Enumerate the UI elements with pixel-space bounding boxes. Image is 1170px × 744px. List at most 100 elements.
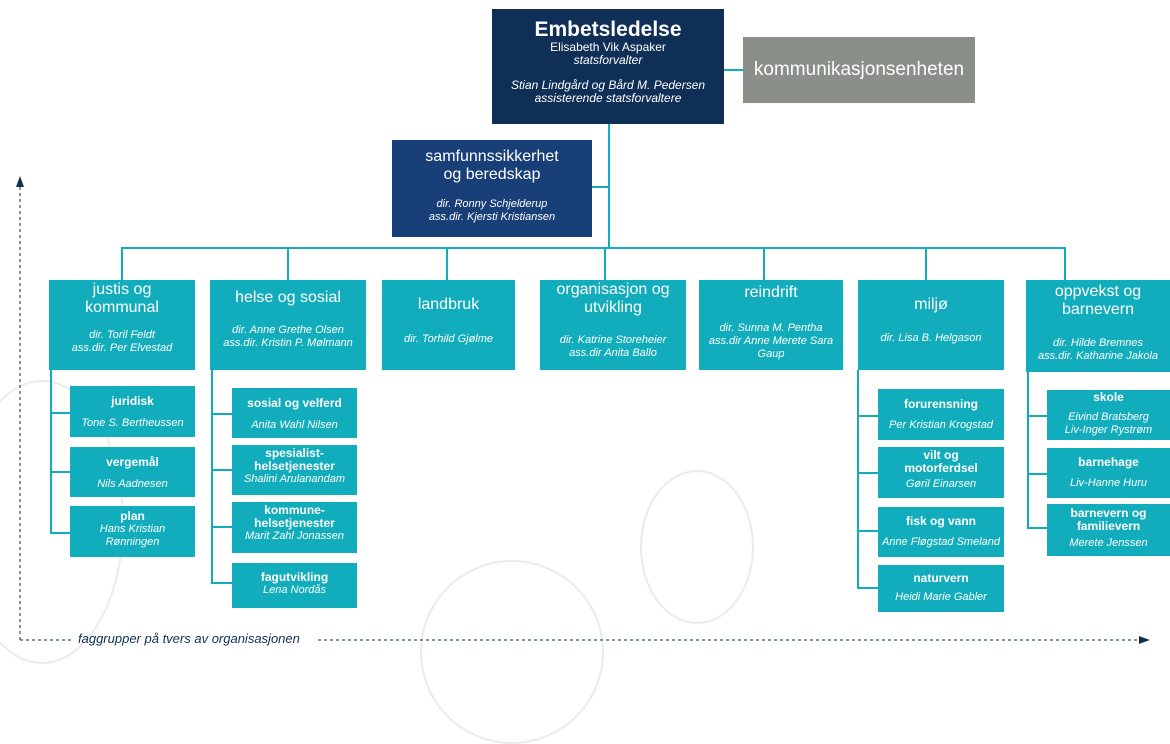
connector-sub-stub bbox=[857, 587, 878, 589]
dept-assistant-director: ass.dir Anne Merete Sara bbox=[708, 335, 834, 347]
subunit-title: skole bbox=[1093, 390, 1124, 404]
subunit-title: helsetjenester bbox=[254, 459, 335, 473]
connector-sub-vertical bbox=[50, 370, 52, 533]
subunit-person: Anne Fløgstad Smeland bbox=[881, 536, 1000, 548]
dept-title: oppvekst og bbox=[1054, 283, 1142, 300]
subunit-kommunehelsetjenester[interactable]: kommune- helsetjenester Marit Zahl Jonas… bbox=[232, 502, 357, 553]
subunit-title: forurensning bbox=[904, 397, 978, 411]
subunit-person: Heidi Marie Gabler bbox=[895, 591, 987, 603]
subunit-vergemal[interactable]: vergemål Nils Aadnesen bbox=[70, 447, 195, 497]
dept-helse-sosial[interactable]: helse og sosial dir. Anne Grethe Olsen a… bbox=[210, 280, 366, 370]
connector-sub-stub bbox=[211, 526, 232, 528]
connector-dept-drop bbox=[287, 247, 289, 280]
connector-dept-drop bbox=[763, 247, 765, 280]
dept-justis-kommunal[interactable]: justis og kommunal dir. Toril Feldt ass.… bbox=[49, 280, 195, 370]
subunit-person: Hans Kristian bbox=[99, 523, 166, 535]
subunit-title: fagutvikling bbox=[260, 570, 329, 584]
subunit-plan[interactable]: plan Hans Kristian Rønningen bbox=[70, 506, 195, 557]
dept-organisasjon-utvikling[interactable]: organisasjon og utvikling dir. Katrine S… bbox=[540, 280, 686, 370]
safety-preparedness-box[interactable]: samfunnssikkerhet og beredskap dir. Ronn… bbox=[392, 140, 592, 237]
subunit-title: spesialist- bbox=[265, 446, 324, 460]
connector-dept-drop bbox=[1064, 247, 1066, 280]
dept-landbruk[interactable]: landbruk dir. Torhild Gjølme bbox=[382, 280, 515, 370]
subunit-skole[interactable]: skole Eivind Bratsberg Liv-Inger Rystrøm bbox=[1047, 390, 1170, 440]
subunit-person: Shalini Arulanandam bbox=[243, 473, 346, 485]
connector-dept-drop bbox=[604, 247, 606, 280]
connector-sub-stub bbox=[857, 472, 878, 474]
subunit-forurensning[interactable]: forurensning Per Kristian Krogstad bbox=[878, 389, 1004, 440]
dept-title: helse og sosial bbox=[235, 289, 341, 306]
subunit-person: Eivind Bratsberg bbox=[1068, 411, 1149, 423]
watermark-decoration bbox=[420, 560, 604, 744]
subunit-vilt-motorferdsel[interactable]: vilt og motorferdsel Gøril Einarsen bbox=[878, 447, 1004, 498]
subunit-sosial-velferd[interactable]: sosial og velferd Anita Wahl Nilsen bbox=[232, 388, 357, 438]
subunit-fagutvikling[interactable]: fagutvikling Lena Nordås bbox=[232, 563, 357, 608]
dept-director: dir. Anne Grethe Olsen bbox=[232, 324, 344, 336]
arrow-up-icon bbox=[16, 176, 24, 187]
dept-reindrift[interactable]: reindrift dir. Sunna M. Pentha ass.dir A… bbox=[699, 280, 843, 370]
subunit-title: naturvern bbox=[913, 571, 969, 585]
top-management-box[interactable]: Embetsledelse Elisabeth Vik Aspaker stat… bbox=[492, 9, 724, 124]
subunit-fisk-vann[interactable]: fisk og vann Anne Fløgstad Smeland bbox=[878, 507, 1004, 557]
dept-title: utvikling bbox=[584, 299, 642, 316]
subunit-person: Rønningen bbox=[105, 536, 160, 548]
subunit-title: vilt og bbox=[923, 448, 959, 462]
top-leader-name: Elisabeth Vik Aspaker bbox=[550, 40, 666, 54]
dept-director: dir. Sunna M. Pentha bbox=[719, 322, 823, 334]
connector-communication bbox=[724, 69, 744, 71]
top-assistants-role: assisterende statsforvaltere bbox=[534, 91, 682, 105]
subunit-person: Lena Nordås bbox=[263, 584, 326, 596]
dept-title: landbruk bbox=[417, 296, 480, 313]
connector-sub-stub bbox=[1027, 415, 1047, 417]
subunit-title: sosial og velferd bbox=[247, 396, 342, 410]
connector-dept-drop bbox=[925, 247, 927, 280]
watermark-decoration bbox=[640, 470, 754, 624]
subunit-title: motorferdsel bbox=[904, 461, 978, 475]
connector-sub-stub bbox=[50, 471, 70, 473]
dept-director: dir. Katrine Storeheier bbox=[559, 334, 667, 346]
arrow-right-icon bbox=[1139, 636, 1150, 644]
subunit-person: Gøril Einarsen bbox=[905, 478, 977, 490]
subunit-title: barnehage bbox=[1078, 455, 1139, 469]
subunit-person: Nils Aadnesen bbox=[97, 478, 168, 490]
subunit-person: Liv-Hanne Huru bbox=[1069, 477, 1148, 489]
subunit-barnevern-familievern[interactable]: barnevern og familievern Merete Jenssen bbox=[1047, 504, 1170, 556]
communication-unit-box[interactable]: kommunikasjonsenheten bbox=[743, 37, 975, 103]
subunit-spesialisthelsetjenester[interactable]: spesialist- helsetjenester Shalini Arula… bbox=[232, 445, 357, 495]
subunit-title: barnevern og bbox=[1070, 506, 1147, 520]
top-assistants-names: Stian Lindgård og Bård M. Pedersen bbox=[510, 78, 706, 92]
connector-sub-stub bbox=[50, 532, 70, 534]
dept-oppvekst-barnevern[interactable]: oppvekst og barnevern dir. Hilde Bremnes… bbox=[1026, 280, 1170, 372]
dept-title: kommunal bbox=[85, 299, 159, 316]
connector-sub-stub bbox=[211, 413, 232, 415]
subunit-person: Liv-Inger Rystrøm bbox=[1064, 424, 1153, 436]
subunit-title: helsetjenester bbox=[254, 516, 335, 530]
dept-director: dir. Toril Feldt bbox=[89, 329, 155, 341]
top-title: Embetsledelse bbox=[534, 18, 682, 41]
dept-title: barnevern bbox=[1061, 301, 1135, 318]
subunit-title: vergemål bbox=[106, 455, 159, 469]
connector-main-vertical bbox=[608, 124, 610, 248]
dept-title: organisasjon og bbox=[556, 281, 670, 298]
subunit-person: Tone S. Bertheussen bbox=[81, 417, 184, 429]
dept-director: dir. Hilde Bremnes bbox=[1052, 337, 1144, 349]
subunit-naturvern[interactable]: naturvern Heidi Marie Gabler bbox=[878, 565, 1004, 612]
connector-dept-drop bbox=[121, 247, 123, 280]
communication-label: kommunikasjonsenheten bbox=[753, 59, 965, 80]
dept-miljo[interactable]: miljø dir. Lisa B. Helgason bbox=[858, 280, 1004, 370]
connector-sub-stub bbox=[1027, 527, 1047, 529]
dept-director: dir. Lisa B. Helgason bbox=[880, 332, 982, 344]
dept-director: dir. Torhild Gjølme bbox=[403, 333, 494, 345]
connector-sub-stub bbox=[857, 530, 878, 532]
subunit-person: Anita Wahl Nilsen bbox=[251, 419, 338, 431]
dept-assistant-director: ass.dir. Kristin P. Mølmann bbox=[223, 337, 353, 349]
subunit-barnehage[interactable]: barnehage Liv-Hanne Huru bbox=[1047, 448, 1170, 498]
connector-sub-vertical bbox=[857, 370, 859, 588]
connector-departments-horizontal bbox=[121, 247, 1066, 249]
safety-director: dir. Ronny Schjelderup bbox=[436, 198, 548, 210]
subunit-juridisk[interactable]: juridisk Tone S. Bertheussen bbox=[70, 386, 195, 437]
subunit-title: kommune- bbox=[264, 503, 325, 517]
connector-dept-drop bbox=[446, 247, 448, 280]
connector-sub-vertical bbox=[211, 370, 213, 583]
dept-assistant-director: ass.dir Anita Ballo bbox=[569, 347, 657, 359]
